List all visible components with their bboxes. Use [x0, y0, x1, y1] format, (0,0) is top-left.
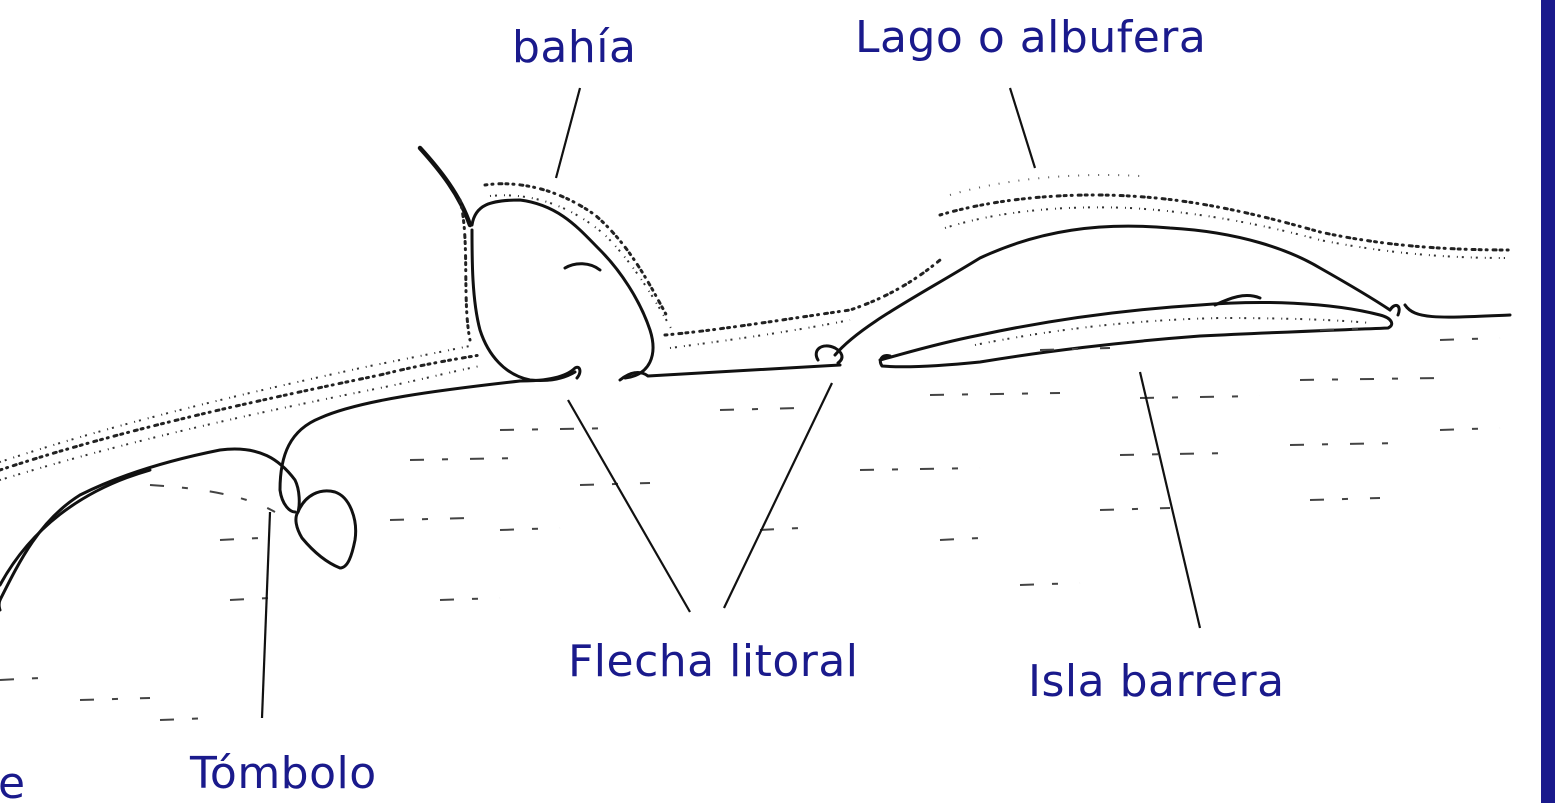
shore-outlines [0, 226, 1510, 610]
leader-isla [1140, 372, 1200, 628]
label-left-partial: e [0, 762, 26, 806]
leader-flecha-left [568, 400, 690, 612]
label-isla-barrera: Isla barrera [1028, 660, 1285, 704]
leader-tombolo [262, 512, 270, 718]
label-lago-albufera: Lago o albufera [855, 16, 1206, 60]
label-tombolo: Tómbolo [190, 752, 377, 796]
coastline [0, 148, 1510, 480]
leader-lines [262, 88, 1200, 718]
leader-bahia [556, 88, 580, 178]
leader-flecha-right [724, 383, 832, 608]
leader-lago [1010, 88, 1035, 168]
label-flecha-litoral: Flecha litoral [568, 640, 859, 684]
label-bahia: bahía [512, 26, 636, 70]
right-frame-bar [1541, 0, 1555, 803]
